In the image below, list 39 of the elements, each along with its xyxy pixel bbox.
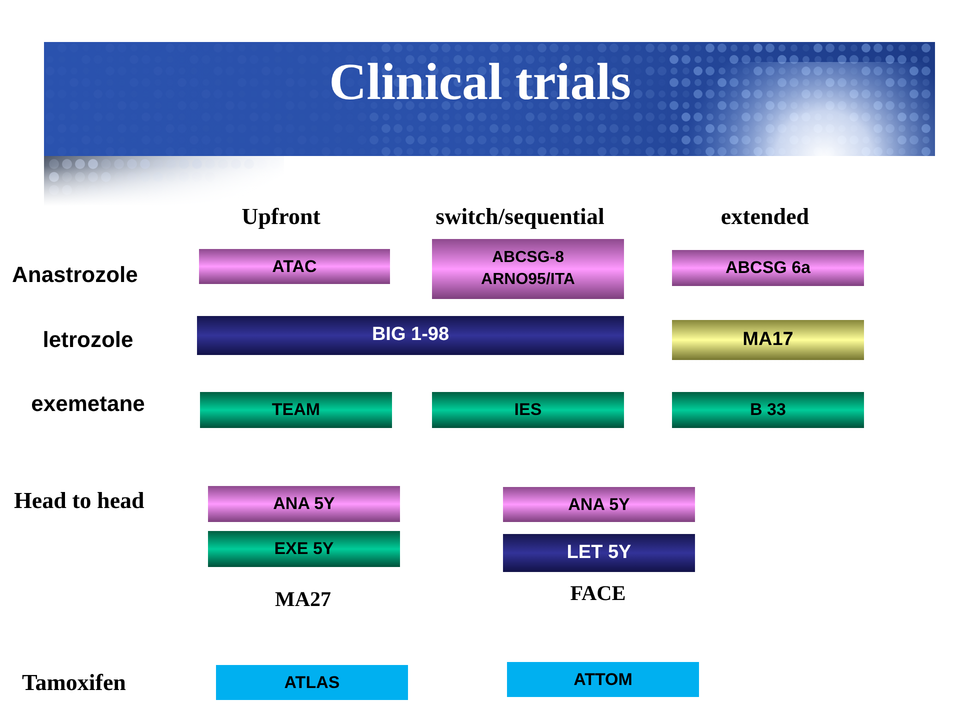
trial-name: LET 5Y <box>566 540 632 565</box>
trial-name: TEAM <box>272 399 320 422</box>
trial-bar <box>672 320 864 360</box>
trial-bar <box>503 487 695 522</box>
trial-name: ANA 5Y <box>273 493 335 516</box>
trial-bar <box>197 316 624 355</box>
row-label: exemetane <box>31 390 145 418</box>
column-header: extended <box>720 203 810 231</box>
trial-name: ABCSG-8 ARNO95/ITA <box>480 248 576 290</box>
trial-bar <box>432 392 624 428</box>
trial-bar <box>672 250 864 286</box>
trial-name: ATTOM <box>574 668 632 691</box>
column-header: switch/sequential <box>436 203 604 231</box>
trial-bar <box>208 486 400 522</box>
trial-name: FACE <box>570 580 626 607</box>
trial-name: EXE 5Y <box>274 538 334 560</box>
trial-bar <box>503 534 695 572</box>
trial-name: MA27 <box>275 586 331 613</box>
trial-name: ANA 5Y <box>568 494 630 516</box>
trial-name: BIG 1-98 <box>372 323 450 348</box>
trial-name: ABCSG 6a <box>725 257 811 280</box>
trial-name: IES <box>514 399 542 422</box>
row-label: Tamoxifen <box>22 669 126 697</box>
trial-name: MA17 <box>742 328 794 352</box>
trial-bar <box>199 249 390 284</box>
column-header: Upfront <box>242 203 320 231</box>
trial-bar <box>672 392 864 428</box>
row-label: letrozole <box>42 326 134 354</box>
row-label: Head to head <box>14 487 144 515</box>
title: Clinical trials <box>329 53 631 113</box>
trial-name: B 33 <box>750 399 786 422</box>
row-label: Anastrozole <box>12 261 138 289</box>
trial-bar <box>200 392 392 428</box>
trial-bar <box>507 662 699 697</box>
trial-bar <box>216 665 408 700</box>
trial-bar <box>432 239 624 299</box>
trial-name: ATLAS <box>284 672 340 694</box>
trial-name: ATAC <box>272 256 317 278</box>
trial-bar <box>208 531 400 567</box>
